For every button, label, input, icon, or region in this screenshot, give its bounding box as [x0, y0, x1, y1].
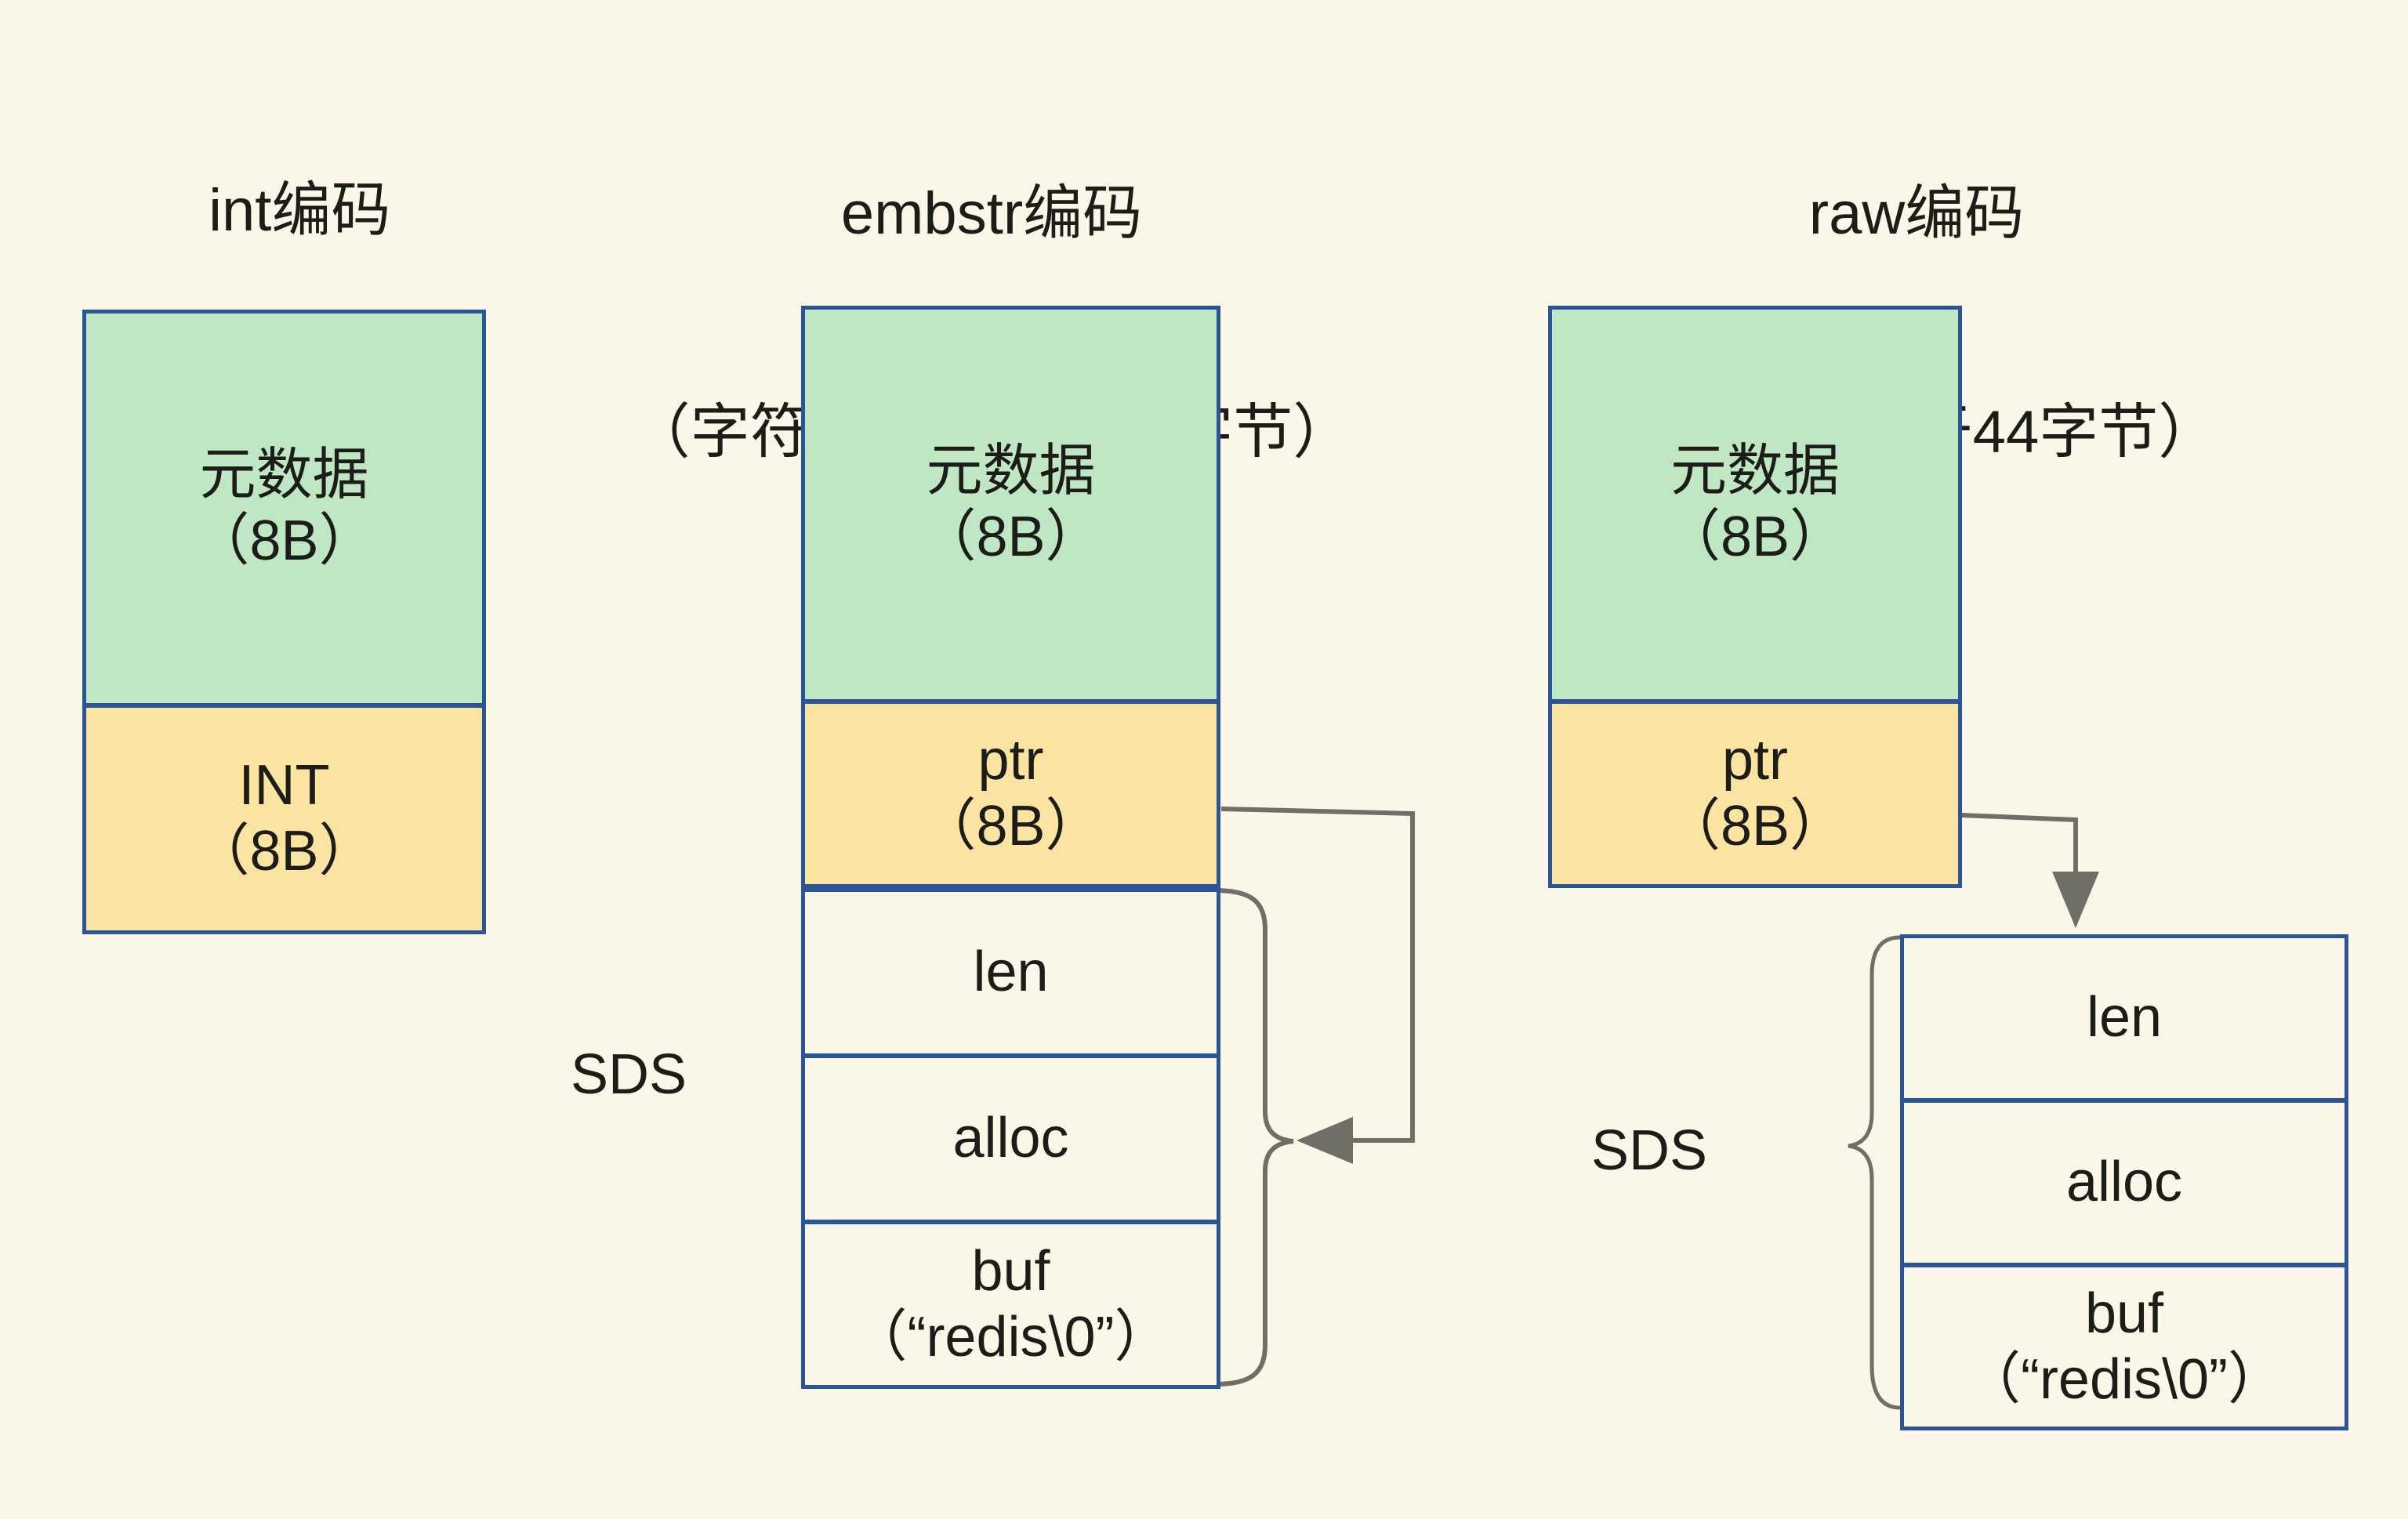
embstr-sds-len-label: len: [973, 941, 1049, 1004]
int-metadata-label: 元数据: [199, 443, 369, 506]
raw-sds-buf-value: （“redis\0”）: [1964, 1347, 2285, 1411]
raw-ptr-arrow: [1961, 813, 2099, 928]
int-metadata-cell: 元数据 （8B）: [82, 310, 486, 707]
raw-sds-brace: [1848, 935, 1901, 1410]
raw-metadata-label: 元数据: [1670, 439, 1840, 502]
embstr-sds-brace: [1214, 888, 1294, 1387]
raw-ptr-cell: ptr （8B）: [1548, 700, 1962, 888]
embstr-sds-alloc-label: alloc: [952, 1107, 1069, 1170]
embstr-sds-buf-label: buf: [971, 1239, 1050, 1303]
embstr-ptr-size: （8B）: [919, 795, 1102, 857]
raw-ptr-size: （8B）: [1663, 795, 1847, 857]
raw-sds-alloc-cell: alloc: [1900, 1099, 2348, 1267]
raw-sds-label: SDS: [1591, 1119, 1708, 1182]
raw-metadata-cell: 元数据 （8B）: [1548, 306, 1962, 703]
raw-sds-buf-cell: buf （“redis\0”）: [1900, 1263, 2348, 1430]
column-title-embstr-line1: embstr编码: [840, 180, 1143, 248]
embstr-ptr-arrow: [1220, 807, 1415, 1164]
raw-sds-len-label: len: [2086, 986, 2163, 1050]
embstr-sds-label: SDS: [571, 1043, 687, 1106]
embstr-metadata-size: （8B）: [919, 505, 1102, 568]
int-value-size: （8B）: [193, 820, 375, 883]
raw-sds-alloc-label: alloc: [2065, 1151, 2183, 1214]
column-title-int-line1: int编码: [209, 176, 391, 244]
raw-ptr-label: ptr: [1721, 729, 1789, 792]
embstr-sds-alloc-cell: alloc: [801, 1054, 1220, 1224]
embstr-sds-len-cell: len: [801, 888, 1220, 1057]
embstr-ptr-cell: ptr （8B）: [801, 700, 1220, 888]
embstr-sds-buf-cell: buf （“redis\0”）: [801, 1220, 1220, 1389]
int-value-cell: INT （8B）: [82, 704, 486, 934]
embstr-sds-buf-value: （“redis\0”）: [850, 1305, 1171, 1369]
int-metadata-size: （8B）: [193, 509, 375, 572]
embstr-metadata-label: 元数据: [926, 439, 1096, 502]
column-title-int: int编码: [47, 102, 486, 320]
column-title-raw-line1: raw编码: [1808, 180, 2025, 248]
raw-sds-len-cell: len: [1900, 934, 2348, 1102]
int-value-label: INT: [238, 754, 330, 818]
raw-sds-buf-label: buf: [2084, 1282, 2164, 1345]
embstr-ptr-label: ptr: [977, 729, 1044, 792]
raw-metadata-size: （8B）: [1663, 505, 1847, 568]
embstr-metadata-cell: 元数据 （8B）: [801, 306, 1220, 703]
